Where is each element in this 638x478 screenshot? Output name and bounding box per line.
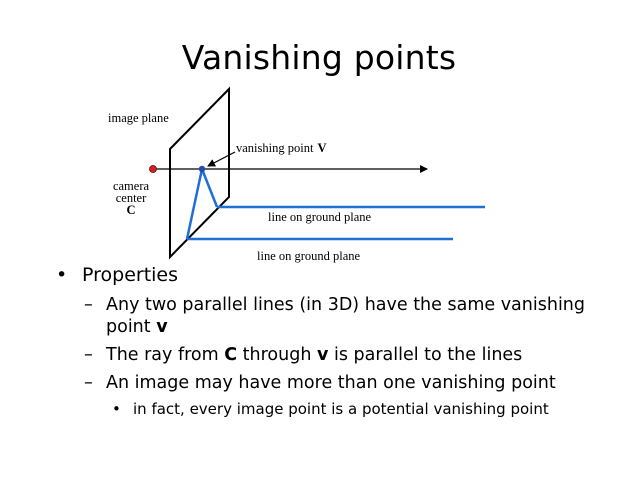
sub-bullet-text: through [237, 345, 317, 365]
bullet-dash: – [84, 345, 93, 365]
bullet-dash: – [84, 295, 93, 315]
vanishing-point-pointer [207, 151, 236, 167]
sub-sub-bullet-fact: • in fact, every image point is a potent… [56, 399, 626, 419]
sub-bullet-bold: v [316, 345, 329, 365]
sub-bullet-ray: – The ray from C through v is parallel t… [56, 344, 626, 366]
slide-title: Vanishing points [181, 38, 457, 77]
ground-line-label-upper: line on ground plane [268, 210, 372, 224]
vanishing-point-marker [198, 165, 206, 173]
sub-bullet-text: is parallel to the lines [328, 345, 523, 365]
image-plane-label: image plane [108, 111, 169, 125]
sub-bullet-multiple: – An image may have more than one vanish… [56, 372, 626, 394]
sub-bullet-text: An image may have more than one vanishin… [106, 373, 556, 393]
sub-bullet-bold: C [224, 345, 238, 365]
bullet-dot: • [56, 264, 68, 286]
image-plane-outline [169, 86, 230, 260]
camera-symbol: C [126, 203, 135, 217]
bullet-properties-text: Properties [82, 264, 179, 286]
projected-line-upper [200, 168, 219, 208]
sub-bullet-parallel-lines: – Any two parallel lines (in 3D) have th… [56, 294, 626, 338]
bullet-dot: • [112, 400, 121, 418]
camera-label: camera [113, 179, 150, 193]
projected-line-lower [185, 168, 204, 240]
center-label: center [116, 191, 147, 205]
bullet-list: • Properties – Any two parallel lines (i… [56, 262, 626, 419]
sub-bullet-bold: v [156, 317, 168, 337]
bullet-dash: – [84, 373, 93, 393]
sub-bullet-text: Any two parallel lines (in 3D) have the … [106, 295, 586, 337]
ground-line-label-lower: line on ground plane [257, 249, 361, 263]
sub-bullet-text: The ray from [106, 345, 225, 365]
sub-sub-bullet-text: in fact, every image point is a potentia… [133, 400, 549, 418]
vanishing-point-label: vanishing point [236, 141, 314, 155]
camera-center-marker [149, 165, 157, 173]
bullet-properties: • Properties [56, 262, 626, 288]
vanishing-point-symbol: V [317, 141, 326, 155]
